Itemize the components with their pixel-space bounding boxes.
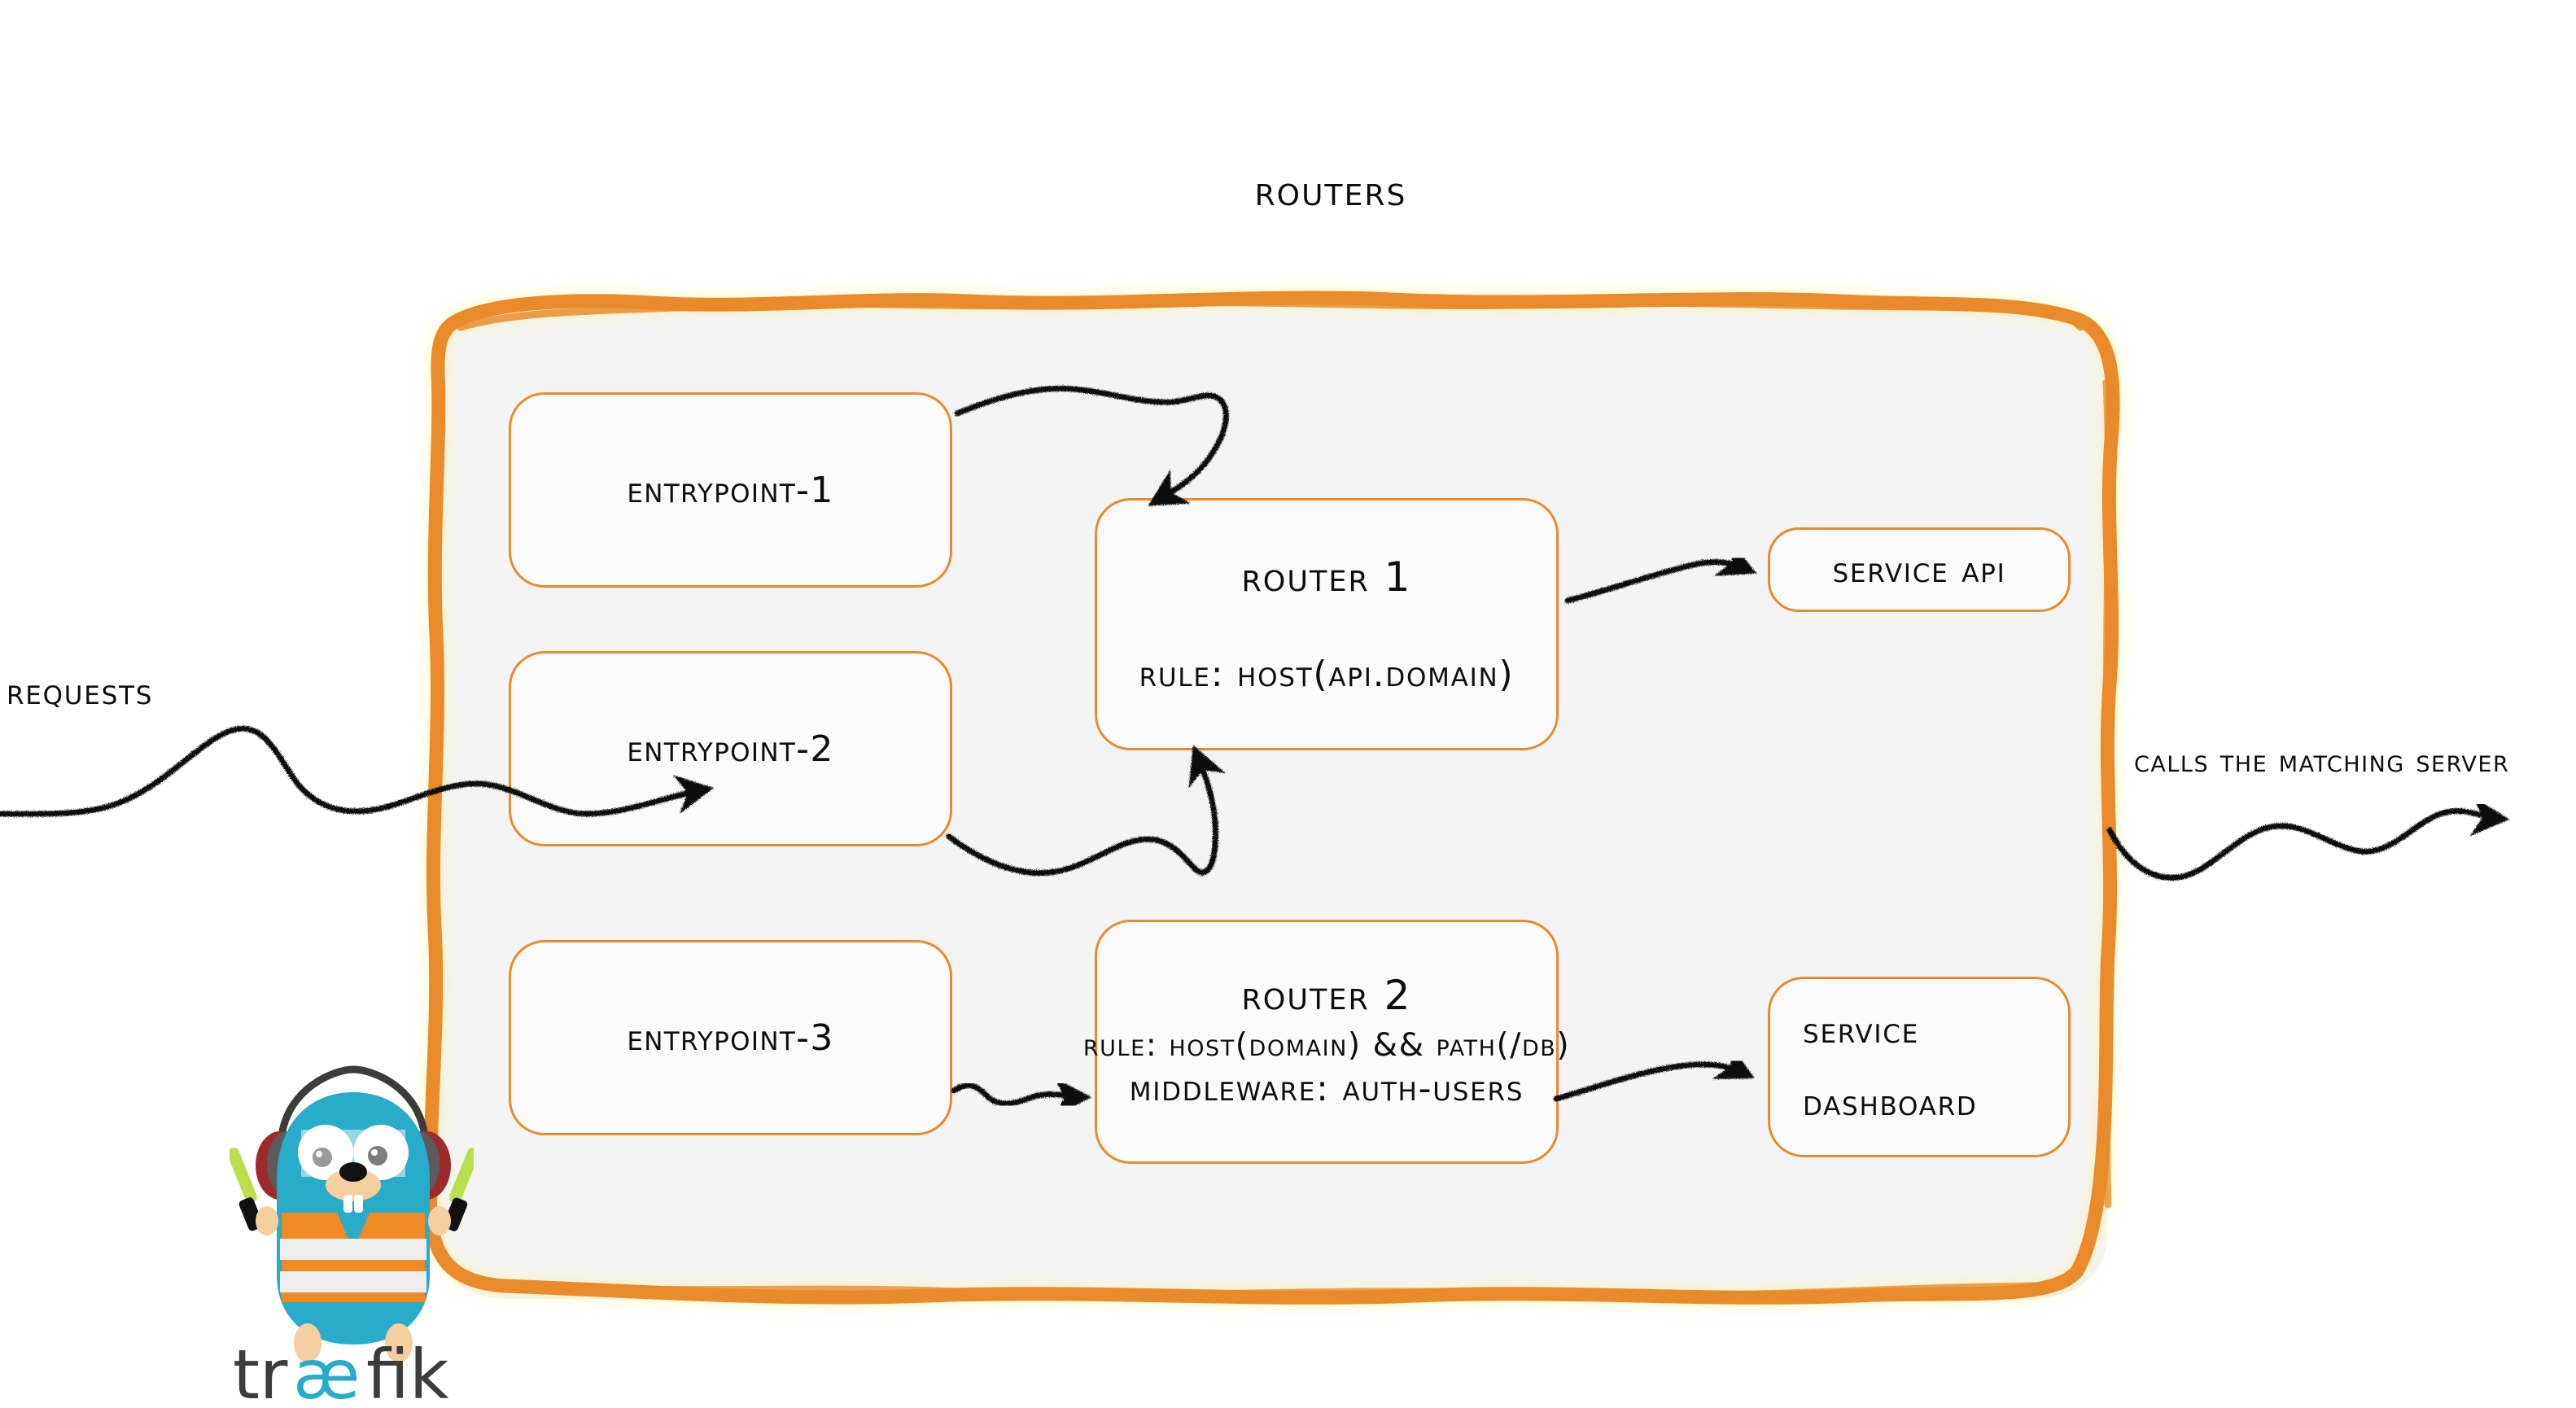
requests-label: Requests <box>7 671 154 713</box>
entrypoint-3-box[interactable]: entrypoint-3 <box>509 940 952 1135</box>
router-2-title: Router 2 <box>1241 971 1412 1019</box>
traefik-logo-svg: tr æ fik <box>230 1065 474 1408</box>
calls-matching-server-arrow <box>2106 796 2510 881</box>
gopher-snout-icon <box>326 1169 381 1201</box>
wordmark-ae: æ <box>293 1335 360 1408</box>
service-api-box[interactable]: Service API <box>1768 527 2071 612</box>
service-dashboard-line-2: Dashboard <box>1803 1082 1978 1124</box>
router-2-rule: rule: Host(domain) && Path(/db) <box>1082 1026 1571 1064</box>
entrypoint-2-label: entrypoint-2 <box>627 728 834 770</box>
gopher-tooth-left-icon <box>343 1195 352 1213</box>
calls-the-matching-server-label: Calls the matching server <box>2134 743 2510 779</box>
router-2-middleware: Middleware: auth-users <box>1129 1067 1524 1109</box>
entrypoint-3-label: entrypoint-3 <box>627 1017 834 1059</box>
gopher-foot-right-icon <box>385 1323 413 1362</box>
gopher-foot-left-icon <box>294 1323 321 1362</box>
wordmark-left: tr <box>233 1335 288 1408</box>
router-1-title: Router 1 <box>1241 553 1412 601</box>
entrypoint-2-box[interactable]: entrypoint-2 <box>509 651 952 846</box>
gopher-tooth-right-icon <box>354 1195 363 1213</box>
gopher-hand-left-icon <box>256 1206 278 1235</box>
service-dashboard-box[interactable]: Service Dashboard <box>1768 977 2071 1157</box>
service-dashboard-line-1: Service <box>1803 1010 1920 1052</box>
router-2-box[interactable]: Router 2 rule: Host(domain) && Path(/db)… <box>1083 920 1569 1164</box>
traefik-logo: tr æ fik <box>230 1058 474 1408</box>
gopher-hand-right-icon <box>428 1206 451 1235</box>
traefik-wordmark: tr æ fik <box>233 1335 449 1408</box>
router-1-rule: rule: Host(api.domain) <box>1139 654 1515 695</box>
wordmark-right: fik <box>366 1335 449 1408</box>
headphone-band-icon <box>278 1065 429 1140</box>
page-title-text: Routers <box>1254 167 1407 216</box>
page-title: Routers <box>0 167 2576 216</box>
entrypoint-1-box[interactable]: entrypoint-1 <box>509 392 952 588</box>
gopher-nose-icon <box>339 1162 367 1182</box>
entrypoint-1-label: entrypoint-1 <box>627 469 834 511</box>
router-1-box[interactable]: Router 1 rule: Host(api.domain) <box>1095 498 1559 750</box>
service-api-label: Service API <box>1832 549 2006 591</box>
